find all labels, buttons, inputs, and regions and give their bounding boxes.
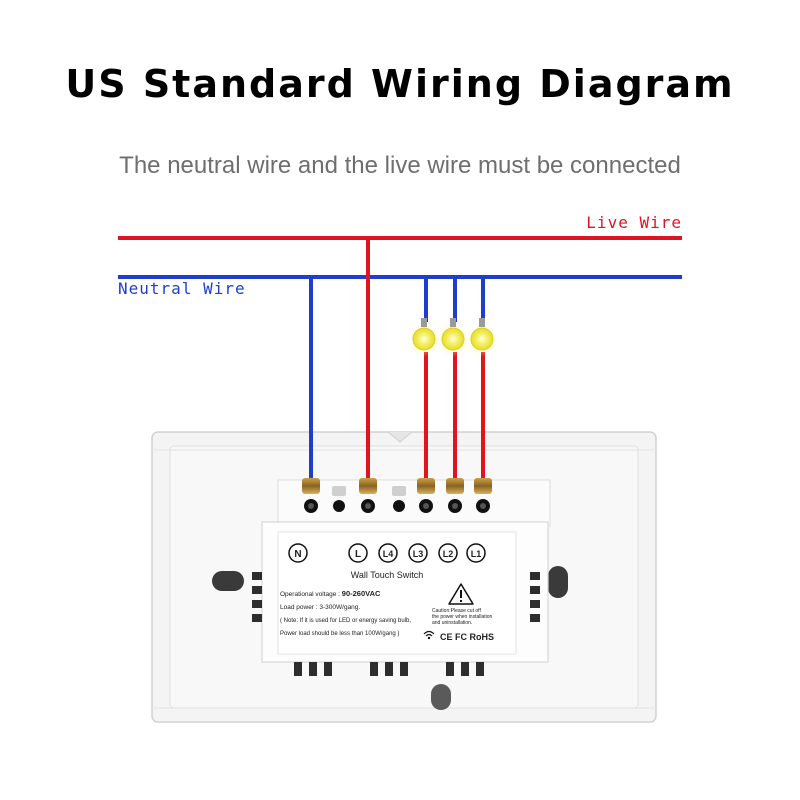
screw-terminal-empty (332, 486, 346, 512)
wifi-icon (423, 630, 435, 640)
terminal-label: N (294, 549, 301, 560)
bulb-icon (436, 318, 470, 357)
screw-terminal-l2 (446, 478, 464, 513)
note-line-1: ( Note: If it is used for LED or energy … (280, 618, 411, 624)
voltage-value: 90-260VAC (342, 589, 381, 598)
screw-terminal-l4 (392, 486, 406, 512)
page-title: US Standard Wiring Diagram (65, 62, 735, 106)
warning-icon (448, 583, 474, 605)
terminal-label: L1 (471, 549, 482, 559)
vents-right (530, 572, 540, 622)
mounting-slot-bottom (431, 684, 451, 710)
terminal-label: L2 (443, 549, 454, 559)
bulb-icon (465, 318, 499, 357)
caution-line-2: the power when installation (432, 614, 493, 620)
screw-terminal-l (359, 478, 377, 513)
bulb-icon (407, 318, 441, 357)
device-name: Wall Touch Switch (351, 570, 424, 580)
screw-terminal-l3 (417, 478, 435, 513)
caution-line-1: Caution:Please cut off (432, 608, 481, 614)
mounting-slot-right (548, 566, 568, 598)
caution-line-3: and uninstallation. (432, 620, 472, 626)
certification-marks: CE FC RoHS (440, 632, 494, 642)
vents-left (252, 572, 262, 622)
screw-terminal-l1 (474, 478, 492, 513)
load-power-text: Load power : 3-300W/gang. (280, 604, 360, 611)
screw-terminal-n (302, 478, 320, 513)
mounting-slot-left (212, 571, 244, 591)
terminal-label: L4 (383, 549, 394, 559)
terminal-label: L3 (413, 549, 424, 559)
vents-bottom (294, 662, 484, 676)
terminal-label: L (355, 549, 361, 560)
voltage-line: Operational voltage : 90-260VAC (280, 589, 381, 598)
terminal-labels: N L L4 L3 L2 L1 (288, 543, 486, 563)
note-line-2: Power load should be less than 100W/gang… (280, 631, 399, 637)
voltage-label: Operational voltage : (280, 591, 342, 598)
live-wire-label: Live Wire (586, 213, 682, 232)
neutral-wire-label: Neutral Wire (118, 279, 246, 298)
page-subtitle: The neutral wire and the live wire must … (119, 152, 681, 179)
